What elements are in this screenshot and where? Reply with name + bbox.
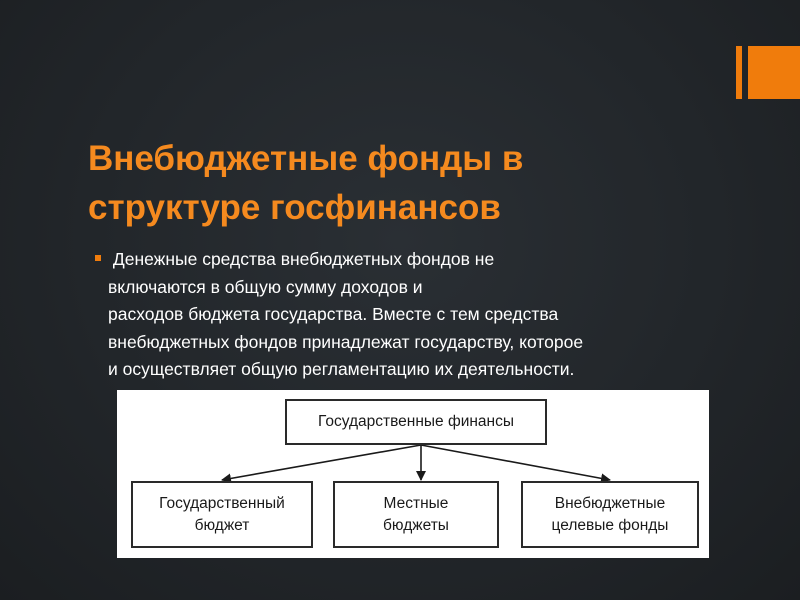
node-state-finances: Государственные финансы [285, 399, 547, 445]
slide-title: Внебюджетные фонды в структуре госфинанс… [88, 134, 648, 232]
bullet-item: Денежные средства внебюджетных фондов не… [90, 246, 730, 384]
slide-title-line-1: Внебюджетные фонды в [88, 139, 524, 178]
node-state-finances-label: Государственные финансы [317, 413, 514, 430]
bullet-line-2: включаются в общую сумму доходов и [108, 276, 423, 297]
connector-to-budget [221, 444, 422, 484]
node-extrabudgetary-funds-line-1: Внебюджетные [554, 494, 666, 512]
node-state-budget: Государственный бюджет [131, 481, 313, 548]
accent-thick-bar [748, 46, 800, 99]
structure-diagram: Государственные финансы Государственный … [117, 390, 709, 558]
slide-content: Денежные средства внебюджетных фондов не… [90, 246, 730, 384]
accent-thin-bar [736, 46, 742, 99]
node-state-budget-line-2: бюджет [194, 516, 250, 534]
node-extrabudgetary-funds: Внебюджетные целевые фонды [521, 481, 699, 548]
bullet-line-4: внебюджетных фондов принадлежат государс… [108, 331, 584, 352]
node-local-budgets: Местные бюджеты [333, 481, 499, 548]
bullet-line-5: и осуществляет общую регламентацию их де… [108, 359, 575, 379]
connector-to-funds [420, 444, 611, 484]
bullet-text: Денежные средства внебюджетных фондов не… [108, 246, 730, 384]
node-local-budgets-line-1: Местные [383, 494, 449, 512]
diagram-connectors [221, 444, 611, 484]
bullet-square-icon [95, 255, 101, 261]
slide-title-line-2: структуре госфинансов [88, 188, 501, 227]
bullet-line-1: Денежные средства внебюджетных фондов не [108, 249, 495, 269]
node-state-budget-line-1: Государственный [159, 494, 285, 512]
bullet-line-3: расходов бюджета государства. Вместе с т… [108, 304, 559, 324]
node-local-budgets-line-2: бюджеты [383, 516, 449, 534]
node-extrabudgetary-funds-line-2: целевые фонды [551, 516, 669, 534]
